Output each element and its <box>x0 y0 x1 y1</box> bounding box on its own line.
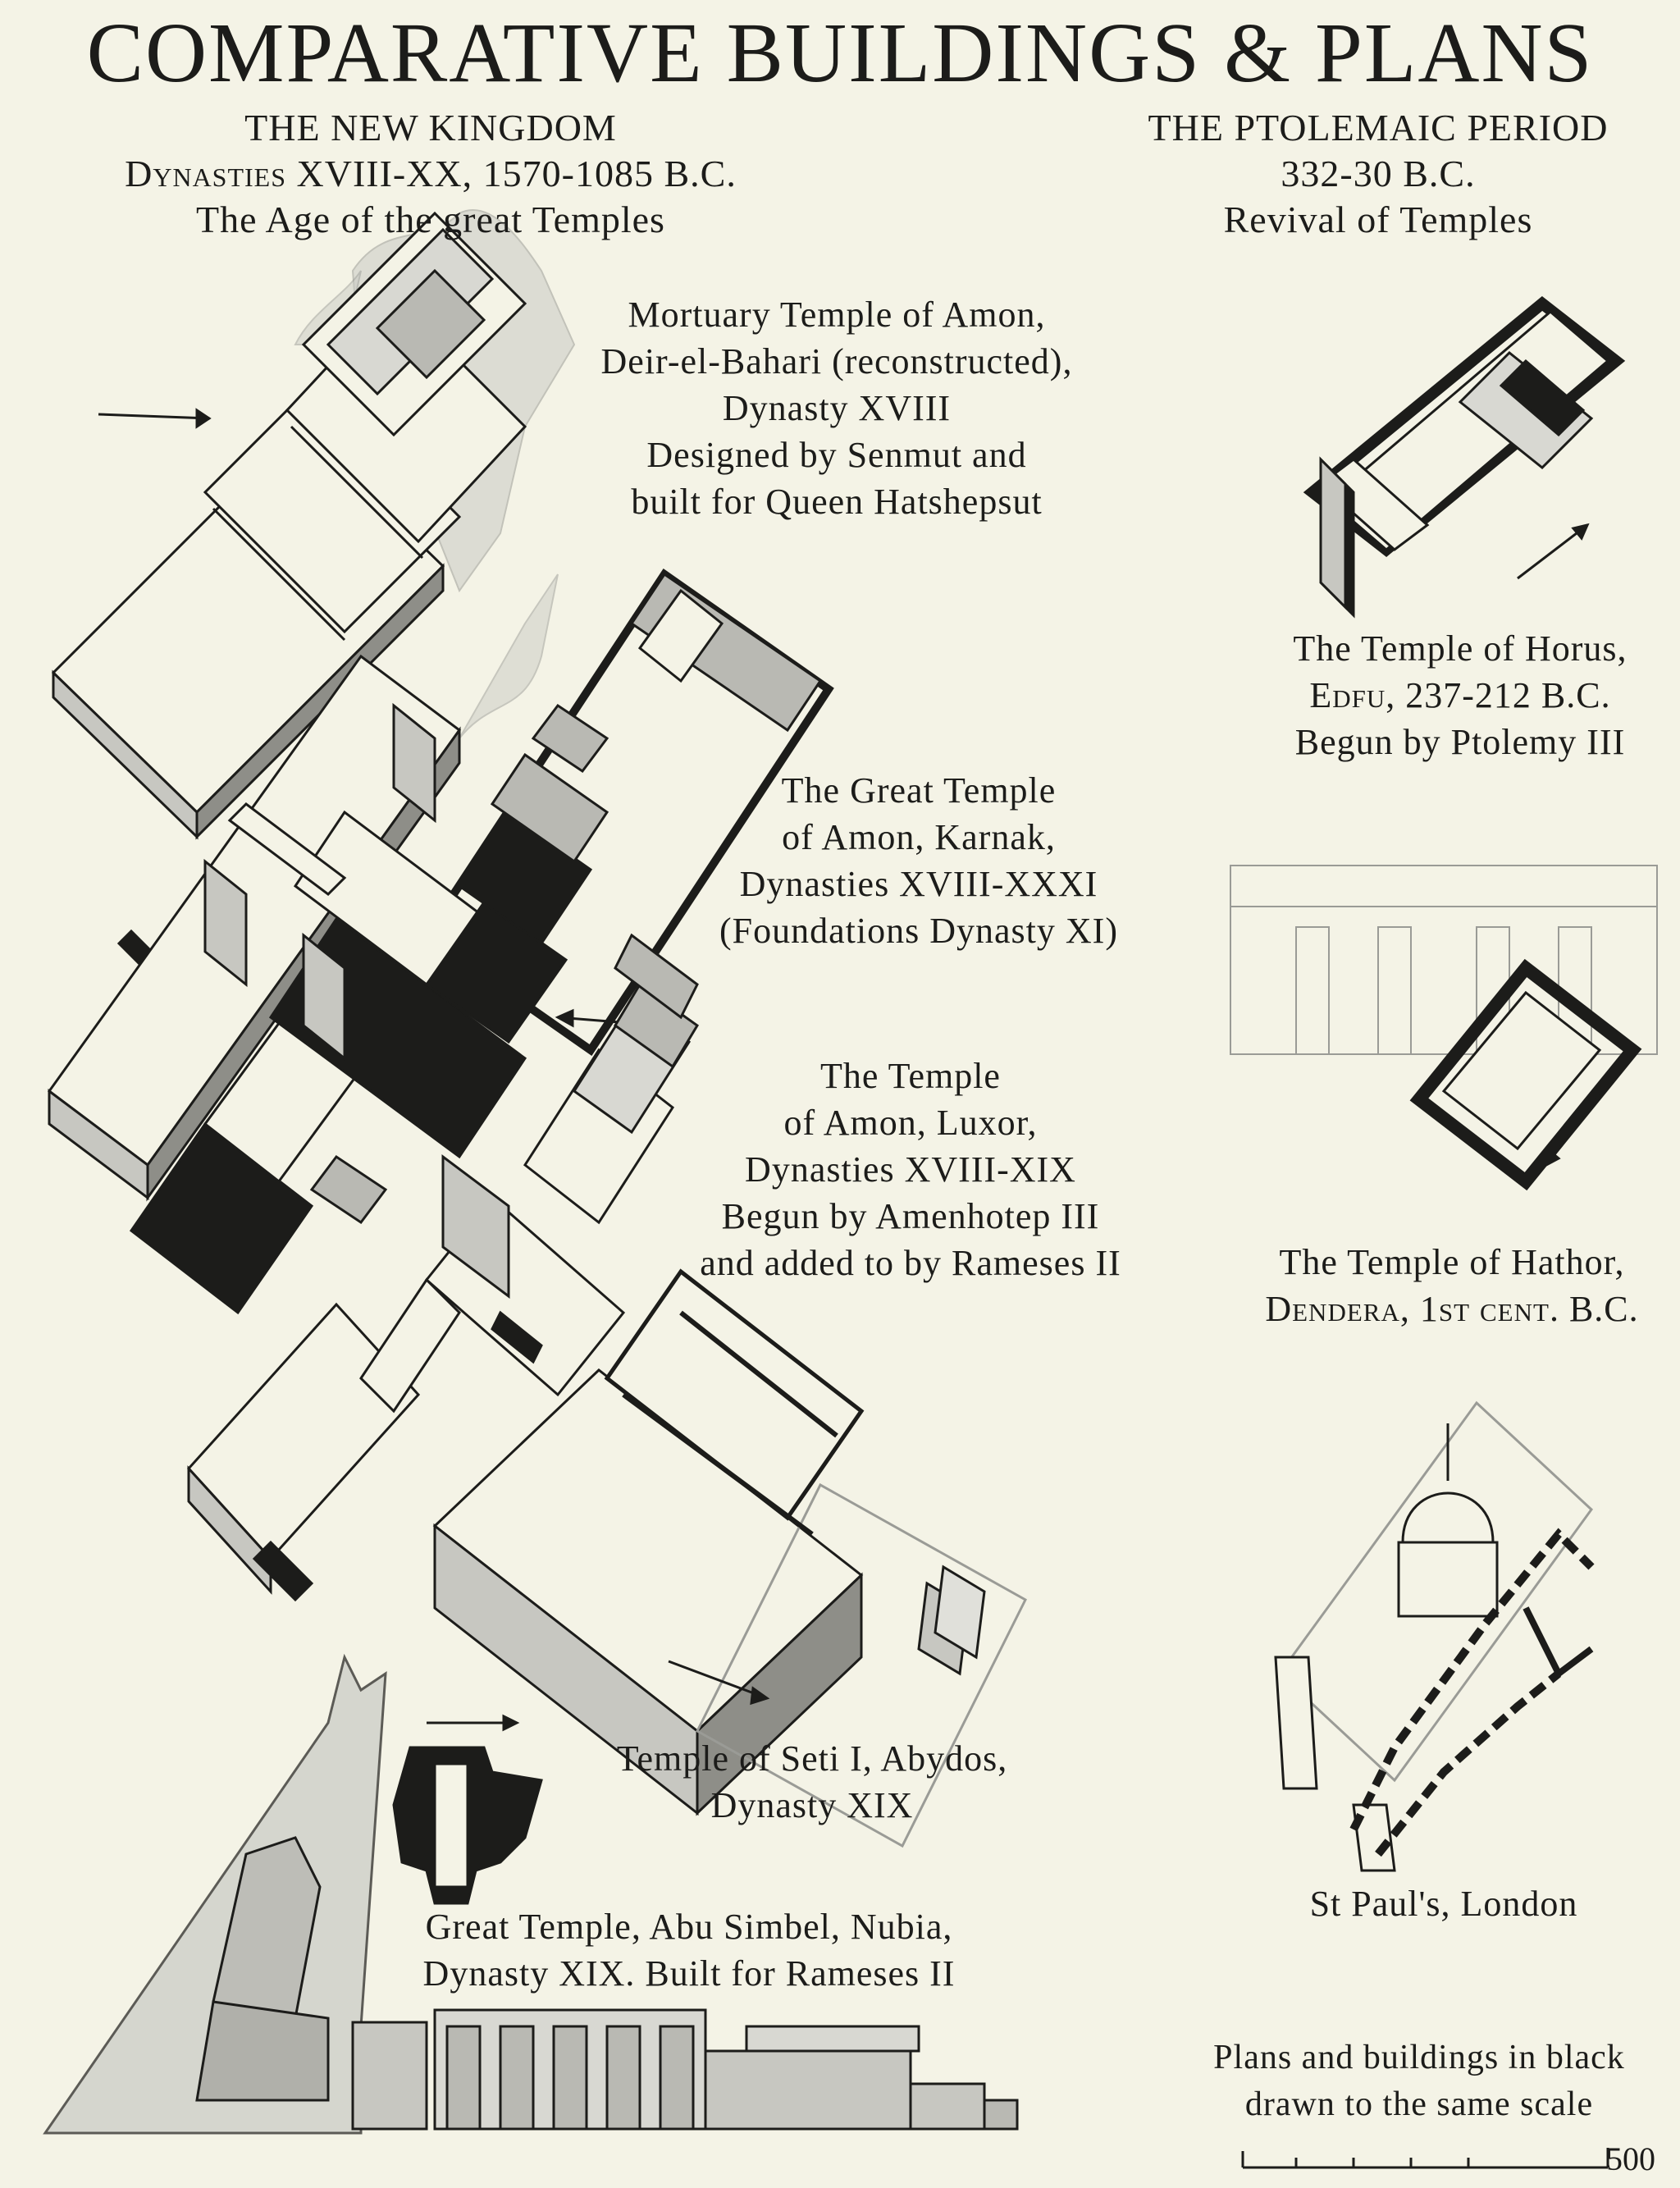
caption-line: Dynasty XVIII <box>722 388 952 428</box>
right-header: THE PTOLEMAIC PERIOD 332-30 B.C. Revival… <box>1083 105 1673 243</box>
abu-simbel-plan-drawing <box>392 1714 543 1905</box>
caption-line: Dynasties XVIII-XXXI <box>739 864 1098 904</box>
caption-line: Dynasty XIX <box>710 1785 914 1825</box>
caption-line: Temple of Seti I, Abydos, <box>616 1738 1008 1779</box>
caption-line: Dendera, 1st cent. B.C. <box>1265 1289 1639 1329</box>
caption-dendera: The Temple of Hathor, Dendera, 1st cent.… <box>1230 1239 1673 1332</box>
right-header-period: THE PTOLEMAIC PERIOD <box>1148 107 1609 148</box>
caption-abydos: Temple of Seti I, Abydos, Dynasty XIX <box>550 1735 1075 1829</box>
caption-line: Edfu, 237-212 B.C. <box>1309 675 1611 715</box>
dendera-drawing <box>1230 865 1658 1191</box>
caption-line: Begun by Amenhotep III <box>721 1196 1100 1236</box>
caption-abu-simbel: Great Temple, Abu Simbel, Nubia, Dynasty… <box>353 1903 1025 1997</box>
caption-line: Dynasties XVIII-XIX <box>745 1149 1076 1190</box>
abu-simbel-facade-drawing <box>43 1653 1019 2135</box>
caption-line: of Amon, Luxor, <box>783 1103 1038 1143</box>
caption-luxor: The Temple of Amon, Luxor, Dynasties XVI… <box>648 1053 1173 1286</box>
right-header-dates: 332-30 B.C. <box>1281 153 1476 194</box>
caption-line: St Paul's, London <box>1309 1884 1578 1924</box>
caption-line: The Great Temple <box>781 770 1057 811</box>
scale-bar-label: 500 <box>1606 2140 1655 2177</box>
right-header-theme: Revival of Temples <box>1223 199 1533 240</box>
caption-line: (Foundations Dynasty XI) <box>719 911 1118 951</box>
caption-edfu: The Temple of Horus, Edfu, 237-212 B.C. … <box>1247 625 1673 765</box>
caption-line: Deir-el-Bahari (reconstructed), <box>600 341 1073 381</box>
left-header-dates: Dynasties XVIII-XX, 1570-1085 B.C. <box>125 153 737 194</box>
caption-line: built for Queen Hatshepsut <box>631 482 1043 522</box>
scale-note: Plans and buildings in black drawn to th… <box>1165 2035 1673 2128</box>
caption-line: The Temple of Hathor, <box>1279 1242 1625 1282</box>
caption-line: Begun by Ptolemy III <box>1294 722 1626 762</box>
left-header-theme: The Age of the great Temples <box>196 199 665 240</box>
caption-line: drawn to the same scale <box>1244 2085 1594 2123</box>
st-pauls-drawing <box>1274 1400 1595 1872</box>
caption-line: The Temple of Horus, <box>1293 628 1628 669</box>
luxor-drawing <box>186 933 699 1602</box>
page-title: COMPARATIVE BUILDINGS & PLANS <box>86 6 1594 100</box>
scale-bar <box>1241 2148 1609 2169</box>
caption-line: The Temple <box>820 1056 1001 1096</box>
caption-karnak: The Great Temple of Amon, Karnak, Dynast… <box>673 767 1165 954</box>
caption-line: Mortuary Temple of Amon, <box>628 295 1046 335</box>
left-header-period: THE NEW KINGDOM <box>244 107 617 148</box>
edfu-drawing <box>1303 296 1626 619</box>
caption-line: and added to by Rameses II <box>700 1243 1121 1283</box>
caption-st-pauls: St Paul's, London <box>1263 1880 1624 1927</box>
caption-line: Great Temple, Abu Simbel, Nubia, <box>425 1907 953 1947</box>
caption-line: Dynasty XIX. Built for Rameses II <box>422 1953 956 1994</box>
caption-line: of Amon, Karnak, <box>782 817 1056 857</box>
caption-line: Plans and buildings in black <box>1213 2039 1625 2076</box>
caption-deir-el-bahari: Mortuary Temple of Amon, Deir-el-Bahari … <box>574 291 1099 525</box>
left-header: THE NEW KINGDOM Dynasties XVIII-XX, 1570… <box>123 105 738 243</box>
deir-el-bahari-drawing <box>51 211 527 971</box>
caption-line: Designed by Senmut and <box>646 435 1027 475</box>
abydos-drawing <box>432 1268 1027 1848</box>
karnak-drawing <box>47 568 834 1315</box>
